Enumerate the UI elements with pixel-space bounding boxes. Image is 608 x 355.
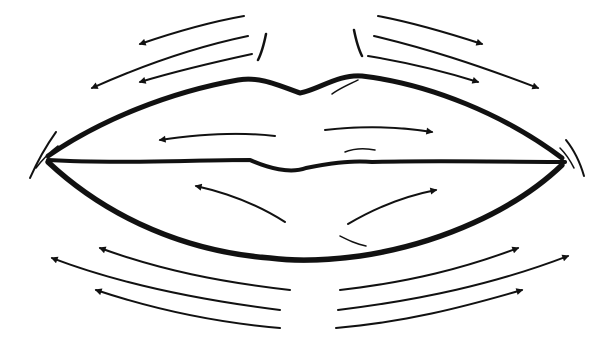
arrow-icon	[140, 54, 252, 82]
arrows-group	[52, 16, 568, 328]
mouth-line	[48, 160, 565, 170]
arrow-icon	[100, 248, 290, 290]
philtrum-right-stroke	[354, 30, 362, 56]
lips-icon	[30, 30, 584, 260]
arrow-icon	[378, 16, 482, 44]
arrow-icon	[338, 256, 568, 310]
arrow-icon	[196, 186, 285, 222]
arrow-icon	[160, 134, 275, 140]
lower-lip-outline	[48, 162, 562, 260]
upper-lip-outline	[48, 76, 562, 158]
lower-lip-center-detail	[340, 236, 366, 246]
philtrum-left-stroke	[258, 34, 266, 60]
arrow-icon	[325, 127, 432, 132]
mouth-center-detail	[345, 149, 375, 152]
arrow-icon	[348, 190, 436, 224]
